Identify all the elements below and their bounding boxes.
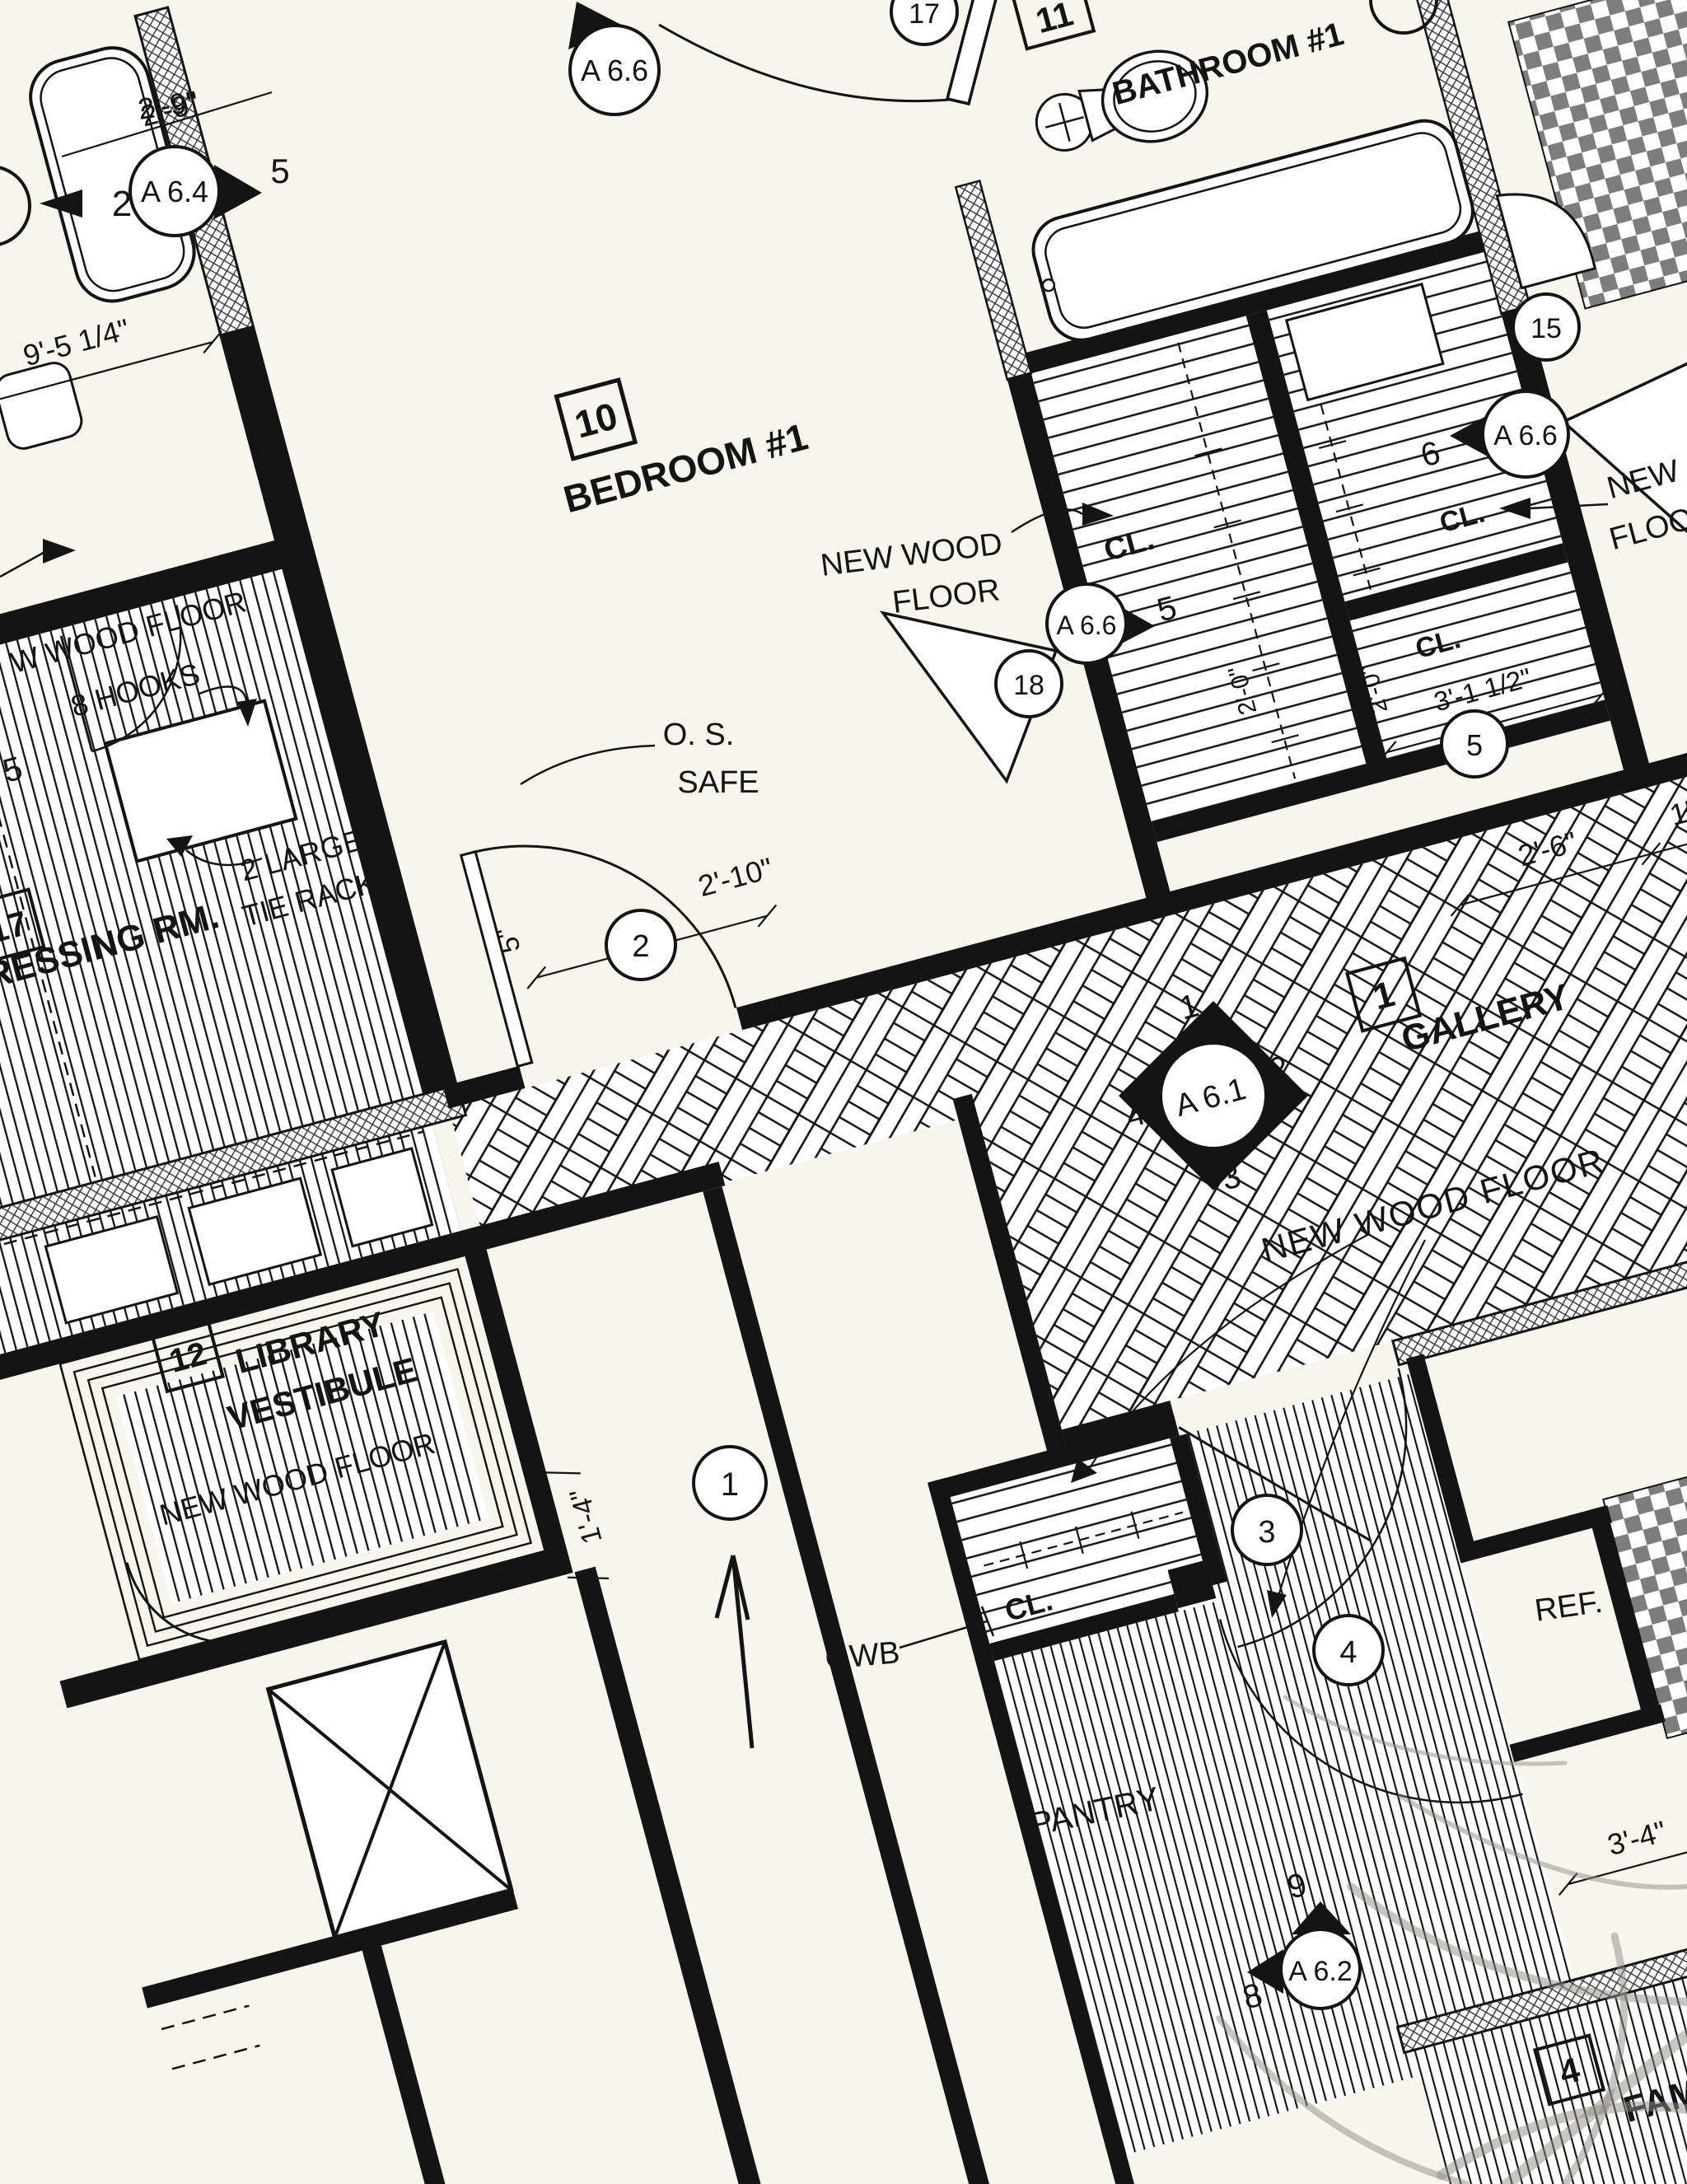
bubble-18: 18 — [994, 649, 1063, 718]
bubble-2: 2 — [605, 909, 677, 981]
bubble-15-text: 15 — [1530, 313, 1562, 344]
bubble-1-text: 1 — [721, 1466, 739, 1503]
closet-rod-ticks — [1019, 376, 1381, 1569]
bubble-5: 5 — [1440, 709, 1509, 779]
bubble-18-text: 18 — [1013, 670, 1044, 701]
doors — [59, 605, 1523, 1804]
a64-side-ref: 2 — [112, 184, 132, 224]
cut-floor-text: FLOO — [1605, 502, 1687, 557]
a62-label: A 6.2 — [1288, 1956, 1353, 1987]
bathtub-main — [1031, 119, 1474, 342]
closet-rods — [984, 342, 1372, 1567]
dim-2-10: 2'-10" — [694, 851, 776, 903]
room-number-box-10: 10 — [554, 377, 638, 461]
gwb-note: GWB — [824, 1606, 995, 1677]
dressing-island — [103, 699, 298, 863]
sink-left — [0, 362, 83, 450]
section-marker-a61: A 6.1 1 2 3 4 — [1119, 987, 1308, 1198]
dim-1-4: 1'-4" — [563, 1485, 608, 1547]
pencil-marks — [1216, 1695, 1687, 2184]
closet3-floor — [1349, 562, 1605, 759]
entry-arrow — [714, 1555, 755, 1749]
dashed-lines — [0, 731, 425, 2070]
os-safe-note: O. S. SAFE — [520, 718, 759, 800]
closet-row-box-2 — [187, 1176, 323, 1287]
left-edge-arrow — [0, 539, 76, 578]
dim-2-9-text: 2'-9" — [136, 84, 199, 126]
elevator-shaft — [265, 1639, 514, 1940]
closet-row-box-1 — [44, 1214, 180, 1325]
closet-row-box-3 — [330, 1147, 434, 1248]
section-marker-a64: A 6.4 5 — [129, 145, 290, 237]
bubble-17: 17 — [890, 0, 959, 46]
bubble-1: 1 — [692, 1445, 768, 1521]
os-line1: O. S. — [663, 718, 735, 752]
a66-top-label: A 6.6 — [581, 54, 648, 87]
bathtub-left — [29, 46, 196, 303]
bubble-17-text: 17 — [909, 0, 940, 30]
bathroom1-number: 11 — [1031, 0, 1077, 40]
toilet — [1035, 49, 1209, 152]
room-number-box-11: 11 — [1011, 0, 1096, 51]
a66b-label: A 6.6 — [1493, 420, 1558, 451]
closet2-shelf-box — [1284, 283, 1445, 402]
hooks-leader — [199, 685, 257, 727]
bubble-3: 3 — [1231, 1494, 1303, 1566]
gwb-text: GWB — [824, 1635, 901, 1677]
tie-racks-leader — [166, 835, 263, 867]
section-marker-a66-right: A 6.6 6 — [1417, 362, 1687, 534]
bubble-4: 4 — [1312, 1614, 1385, 1686]
section-marker-a66-top: A 6.6 — [568, 2, 661, 116]
bubble-15: 15 — [1512, 292, 1581, 362]
bedroom-number: 10 — [570, 394, 622, 446]
a64-label: A 6.4 — [141, 175, 208, 208]
ref-label: REF. — [1533, 1585, 1605, 1629]
nwf-line2: FLOOR — [890, 573, 1002, 620]
bubble-cut-top-right — [1369, 0, 1438, 35]
a64-ref: 5 — [270, 152, 289, 190]
bubble-3-text: 3 — [1258, 1515, 1275, 1550]
bedroom-top-door — [658, 0, 998, 106]
a66a-label: A 6.6 — [1057, 610, 1117, 640]
os-line2: SAFE — [677, 765, 759, 800]
closet1-floor — [1030, 316, 1367, 822]
vanity-corner — [1495, 193, 1596, 290]
kitchen-tile-floor-top — [1507, 0, 1687, 310]
dim-9-5: 9'-5 1/4" — [20, 312, 133, 373]
bubble-4-text: 4 — [1339, 1635, 1357, 1670]
dim-3-4: 3'-4" — [1604, 1814, 1670, 1862]
dim-line-2-9 — [61, 91, 273, 158]
section-arrow-2: 2 — [0, 166, 132, 246]
bubble-5-text: 5 — [1466, 728, 1483, 762]
bubble-2-text: 2 — [632, 929, 649, 964]
